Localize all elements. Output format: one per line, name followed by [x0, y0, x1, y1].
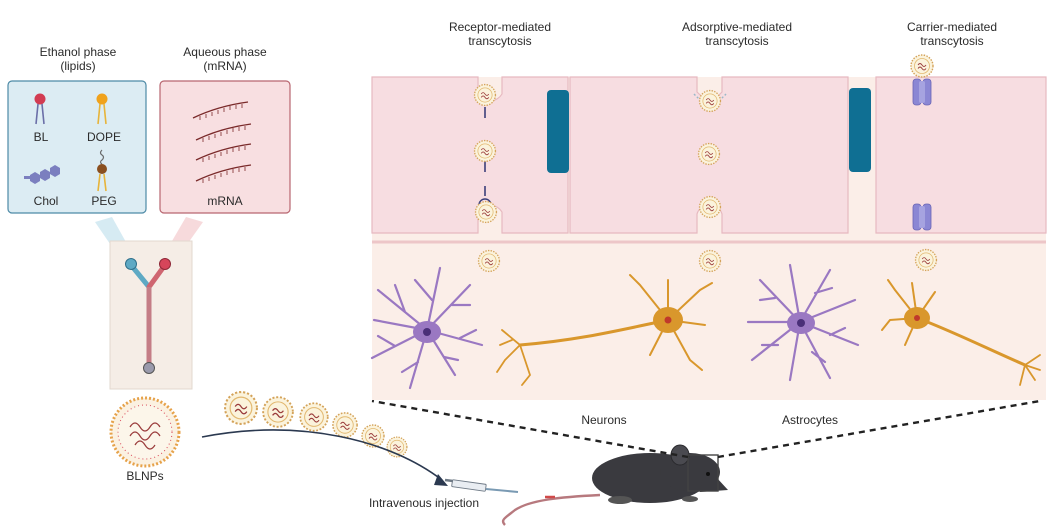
tight-junction-1: [547, 90, 569, 173]
mouse-icon: [501, 444, 728, 526]
lipid-label-peg: PEG: [91, 194, 117, 208]
astrocyte-icon: [370, 266, 484, 390]
endothelial-cell-1: [371, 76, 569, 234]
injection-arrow: [201, 429, 443, 481]
carrier-transporter-icon: [912, 78, 932, 106]
large-nanoparticle-icon: [109, 396, 181, 468]
microfluidic-chip-icon: [109, 240, 193, 390]
astrocytes-label: Astrocytes: [781, 413, 838, 427]
blnps-label: BLNPs: [126, 469, 164, 483]
ethanol-phase-panel: [7, 80, 147, 214]
aqueous-phase-title: Aqueous phase(mRNA): [183, 45, 267, 73]
injection-label: Intravenous injection: [368, 496, 480, 510]
neurons-label: Neurons: [581, 413, 627, 427]
tight-junction-2: [849, 88, 871, 172]
zoom-line-right: [717, 399, 1041, 459]
lipid-bl-icon: [34, 93, 46, 125]
lipid-dope-icon: [96, 93, 108, 125]
mrna-strands: [192, 101, 252, 182]
cholesterol-icon: [24, 165, 60, 184]
endothelial-cell-3: [875, 76, 1047, 234]
lipid-label-bl: BL: [33, 130, 49, 144]
mrna-label: mRNA: [207, 194, 243, 208]
nanoparticle-icon: [473, 83, 497, 107]
ethanol-phase-title: Ethanol phase(lipids): [39, 45, 117, 73]
peg-lipid-icon: [97, 149, 107, 192]
blood-brain-barrier-panel: [370, 54, 1047, 400]
syringe-icon: [444, 478, 519, 493]
zoom-line-left: [371, 399, 689, 459]
lipid-label-chol: Chol: [33, 194, 59, 208]
lipid-label-dope: DOPE: [86, 130, 121, 144]
aqueous-phase-panel: [159, 80, 291, 214]
neuron-icon: [496, 274, 713, 386]
